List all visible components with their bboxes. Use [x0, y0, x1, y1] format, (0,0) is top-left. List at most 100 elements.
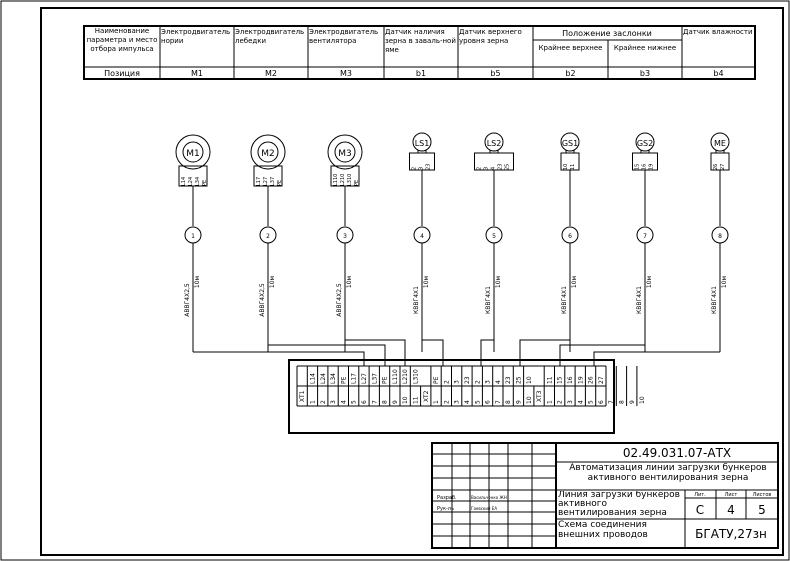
terminal-number: 1: [309, 400, 316, 404]
cable-type: АВВГ4Х2,5: [184, 283, 191, 317]
motor-symbol: [175, 134, 211, 170]
route-line: [268, 344, 386, 366]
motor-symbol-inner: [334, 141, 356, 163]
device-wire-label: L14: [181, 177, 187, 186]
terminal-wire-label: 10: [526, 376, 533, 384]
device-label: ME: [714, 139, 726, 148]
header-col-name: Датчик верхнего уровня зерна: [459, 28, 522, 45]
device-wire-label: 26: [713, 164, 719, 170]
device-label: M1: [186, 149, 200, 159]
drawing-frame: [40, 7, 784, 556]
route-line: [559, 344, 645, 366]
terminal-wire-label: PE: [433, 376, 440, 384]
terminal-wire-label: L27: [361, 373, 368, 384]
motor-symbol: [250, 134, 286, 170]
terminal-number: 8: [382, 400, 389, 404]
sensor-symbol: [635, 132, 655, 152]
terminal-wire-label: L37: [371, 373, 378, 384]
cable-type: КВВГ4Х1: [413, 286, 420, 314]
stamp-sheet: 4: [727, 503, 735, 517]
cable-type: КВВГ4Х1: [636, 286, 643, 314]
terminal-number: 8: [505, 400, 512, 404]
terminal-number: 8: [618, 400, 625, 404]
terminal-number: 1: [433, 400, 440, 404]
device-wire-label: PE: [277, 180, 283, 186]
device-wire-label: L37: [270, 177, 276, 186]
device-label: LS2: [487, 139, 502, 148]
motor-symbol-inner: [257, 141, 279, 163]
header-col-pos: b5: [490, 69, 500, 78]
device-wire-label: 23: [426, 164, 432, 170]
header-col-name: Крайнее верхнее: [539, 44, 603, 52]
header-col-name: Крайнее нижнее: [614, 44, 676, 52]
terminal-wire-label: L110: [392, 369, 399, 384]
route-line: [519, 339, 570, 366]
terminal-wire-label: L14: [309, 373, 316, 384]
device-wire-label: L34: [195, 177, 201, 186]
stamp-stage-label: Лит.: [694, 492, 706, 498]
terminal-number: 2: [443, 400, 450, 404]
stamp-person1: Васильченко ЖН: [471, 495, 507, 500]
terminal-wire-label: 15: [557, 376, 564, 384]
terminal-wire-label: 25: [515, 376, 522, 384]
device-wire-label: L24: [188, 177, 194, 186]
terminal-wire-label: PE: [382, 376, 389, 384]
sensor-symbol: [560, 132, 580, 152]
terminal-number: 11: [412, 396, 419, 404]
device-wire-label: L17: [256, 177, 262, 186]
terminal-number: 7: [495, 400, 502, 404]
cable-number: 7: [643, 233, 647, 240]
stamp-person2: Гаевский ЕА: [471, 506, 497, 511]
device-label: M3: [338, 149, 352, 159]
terminal-wire-label: L17: [351, 373, 358, 384]
terminal-number: 4: [464, 400, 471, 404]
sensor-symbol: [484, 132, 504, 152]
stamp-role2: Рук-ль: [437, 506, 454, 512]
header-table: [83, 25, 756, 80]
terminal-number: 3: [454, 400, 461, 404]
terminal-wire-label: 2: [474, 380, 481, 384]
stamp-stage: С: [696, 503, 704, 517]
header-group-title: Положение заслонки: [562, 29, 652, 38]
device-wire-label: 2: [477, 167, 483, 170]
terminal-number: 6: [598, 400, 605, 404]
terminal-block-name: XT2: [423, 390, 430, 402]
cable-number: 6: [568, 233, 572, 240]
terminal-number: 3: [330, 400, 337, 404]
terminal-wire-label: L24: [320, 373, 327, 384]
device-wire-label: 11: [570, 164, 576, 170]
cable-type: АВВГ4Х2,5: [259, 283, 266, 317]
device-label: GS1: [562, 139, 578, 148]
terminal-number: 7: [608, 400, 615, 404]
header-col-pos: M1: [191, 69, 203, 78]
cable-type: КВВГ4Х1: [485, 286, 492, 314]
cable-type: КВВГ4Х1: [711, 286, 718, 314]
terminal-number: 4: [577, 400, 584, 404]
terminal-number: 3: [567, 400, 574, 404]
route-line: [422, 339, 444, 366]
route-line: [345, 339, 406, 366]
stamp-project: Автоматизация линии загрузки бункеров ак…: [569, 463, 766, 483]
header-row-pos: Позиция: [104, 69, 140, 78]
cable-length: 10м: [495, 276, 502, 288]
header-col-pos: b3: [640, 69, 650, 78]
stamp-sheet-title: Линия загрузки бункеров активного вентил…: [558, 491, 680, 518]
terminal-number: 10: [639, 396, 646, 404]
device-wire-label: 2: [412, 167, 418, 170]
cable-length: 10м: [721, 276, 728, 288]
terminal-wire-label: L210: [402, 369, 409, 384]
device-wire-label: 3: [484, 167, 490, 170]
terminal-block-name: XT1: [299, 390, 306, 402]
cable-type: КВВГ4Х1: [561, 286, 568, 314]
terminal-number: 5: [351, 400, 358, 404]
terminal-number: 7: [371, 400, 378, 404]
terminal-number: 2: [557, 400, 564, 404]
header-col-name: Электродвигатель вентилятора: [309, 28, 378, 45]
